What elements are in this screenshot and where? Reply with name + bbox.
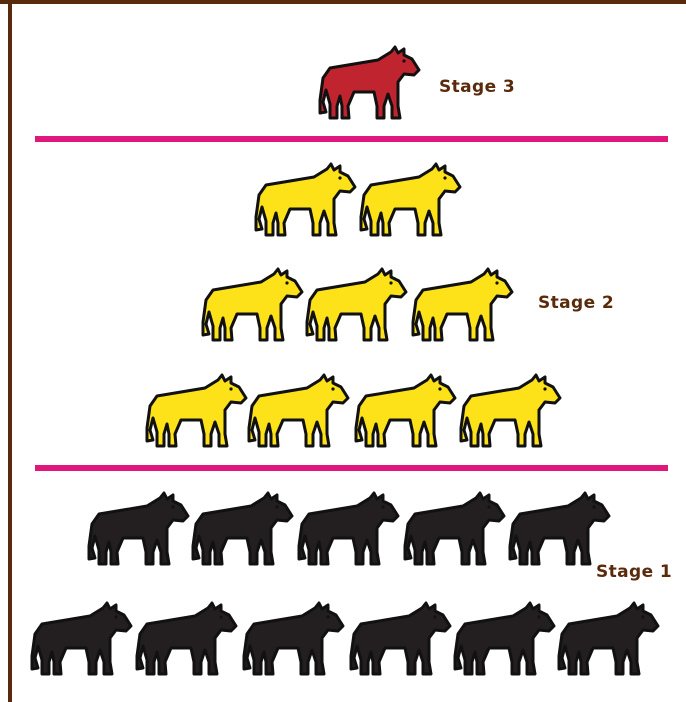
stage-2-label: Stage 2 bbox=[538, 293, 615, 313]
black-cow-icon bbox=[403, 491, 506, 566]
stage-1-label: Stage 1 bbox=[596, 562, 673, 582]
yellow-cow-icon bbox=[305, 267, 408, 342]
stage-divider-lower bbox=[35, 465, 668, 471]
yellow-cow-icon bbox=[359, 162, 462, 237]
yellow-cow-icon bbox=[254, 162, 357, 237]
frame-top-border bbox=[0, 0, 686, 4]
yellow-cow-icon bbox=[411, 267, 514, 342]
yellow-cow-icon bbox=[145, 373, 248, 448]
black-cow-icon bbox=[135, 601, 238, 676]
black-cow-icon bbox=[453, 601, 556, 676]
yellow-cow-icon bbox=[201, 267, 304, 342]
black-cow-icon bbox=[87, 491, 190, 566]
yellow-cow-icon bbox=[247, 373, 350, 448]
stage-3-label: Stage 3 bbox=[439, 77, 516, 97]
red-cow-icon bbox=[318, 45, 421, 120]
yellow-cow-icon bbox=[459, 373, 562, 448]
black-cow-icon bbox=[349, 601, 452, 676]
black-cow-icon bbox=[297, 491, 400, 566]
black-cow-icon bbox=[557, 601, 660, 676]
black-cow-icon bbox=[242, 601, 345, 676]
black-cow-icon bbox=[508, 491, 611, 566]
black-cow-icon bbox=[30, 601, 133, 676]
yellow-cow-icon bbox=[354, 373, 457, 448]
black-cow-icon bbox=[191, 491, 294, 566]
stage-divider-upper bbox=[35, 136, 668, 142]
frame-left-border bbox=[8, 0, 12, 702]
